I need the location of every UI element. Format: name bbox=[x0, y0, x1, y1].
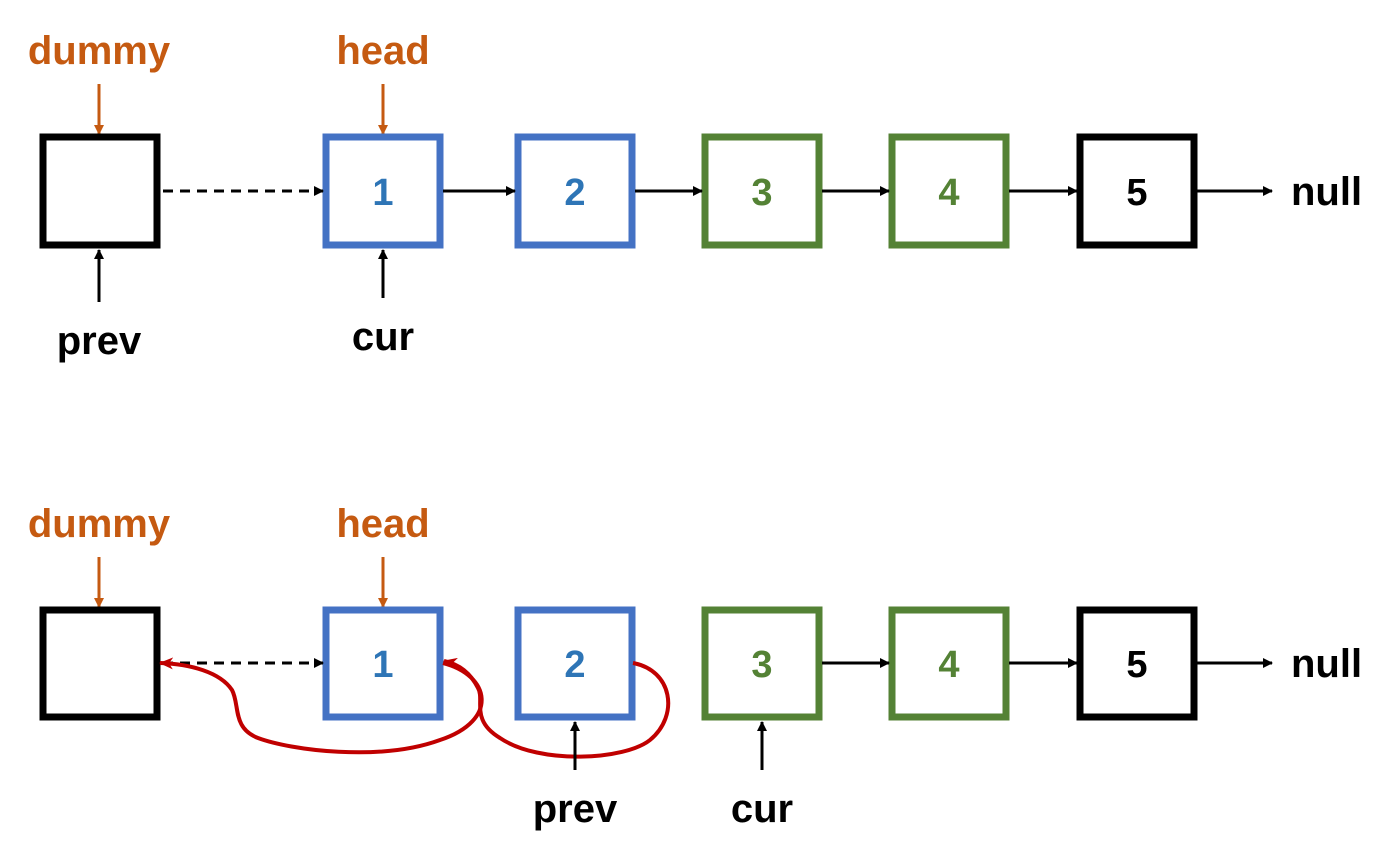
top-node-1 bbox=[322, 133, 444, 249]
bottom-node-4-value: 4 bbox=[938, 644, 959, 686]
top-diagram: dummy head 1 2 3 4 5 null prev cur bbox=[28, 29, 1362, 363]
bottom-node-5 bbox=[1076, 606, 1198, 721]
bottom-node-5-value: 5 bbox=[1126, 644, 1147, 686]
bottom-node-dummy bbox=[39, 606, 161, 721]
top-node-4 bbox=[888, 133, 1010, 249]
top-head-label: head bbox=[336, 29, 429, 73]
bottom-node-2-value: 2 bbox=[564, 644, 585, 686]
bottom-cur-label: cur bbox=[731, 787, 793, 831]
top-node-2-value: 2 bbox=[564, 172, 585, 214]
bottom-null-label: null bbox=[1291, 642, 1362, 686]
bottom-curve-node2-to-node1 bbox=[443, 657, 671, 759]
top-node-3-value: 3 bbox=[751, 172, 772, 214]
bottom-head-label: head bbox=[336, 502, 429, 546]
bottom-diagram: dummy head 1 2 3 4 5 null prev cur bbox=[28, 502, 1362, 831]
bottom-node-3-value: 3 bbox=[751, 644, 772, 686]
bottom-node-3 bbox=[701, 606, 823, 721]
top-prev-label: prev bbox=[57, 319, 142, 363]
top-cur-label: cur bbox=[352, 315, 414, 359]
top-node-1-value: 1 bbox=[372, 172, 393, 214]
bottom-node-4 bbox=[888, 606, 1010, 721]
top-node-4-value: 4 bbox=[938, 172, 959, 214]
top-dummy-label: dummy bbox=[28, 29, 171, 73]
top-node-3 bbox=[701, 133, 823, 249]
bottom-node-1 bbox=[322, 606, 444, 721]
bottom-node-2 bbox=[514, 606, 636, 721]
top-node-5 bbox=[1076, 133, 1198, 249]
top-node-2 bbox=[514, 133, 636, 249]
top-node-5-value: 5 bbox=[1126, 172, 1147, 214]
bottom-prev-label: prev bbox=[533, 787, 618, 831]
bottom-node-1-value: 1 bbox=[372, 644, 393, 686]
top-null-label: null bbox=[1291, 170, 1362, 214]
bottom-dummy-label: dummy bbox=[28, 502, 171, 546]
top-node-dummy bbox=[39, 133, 161, 249]
